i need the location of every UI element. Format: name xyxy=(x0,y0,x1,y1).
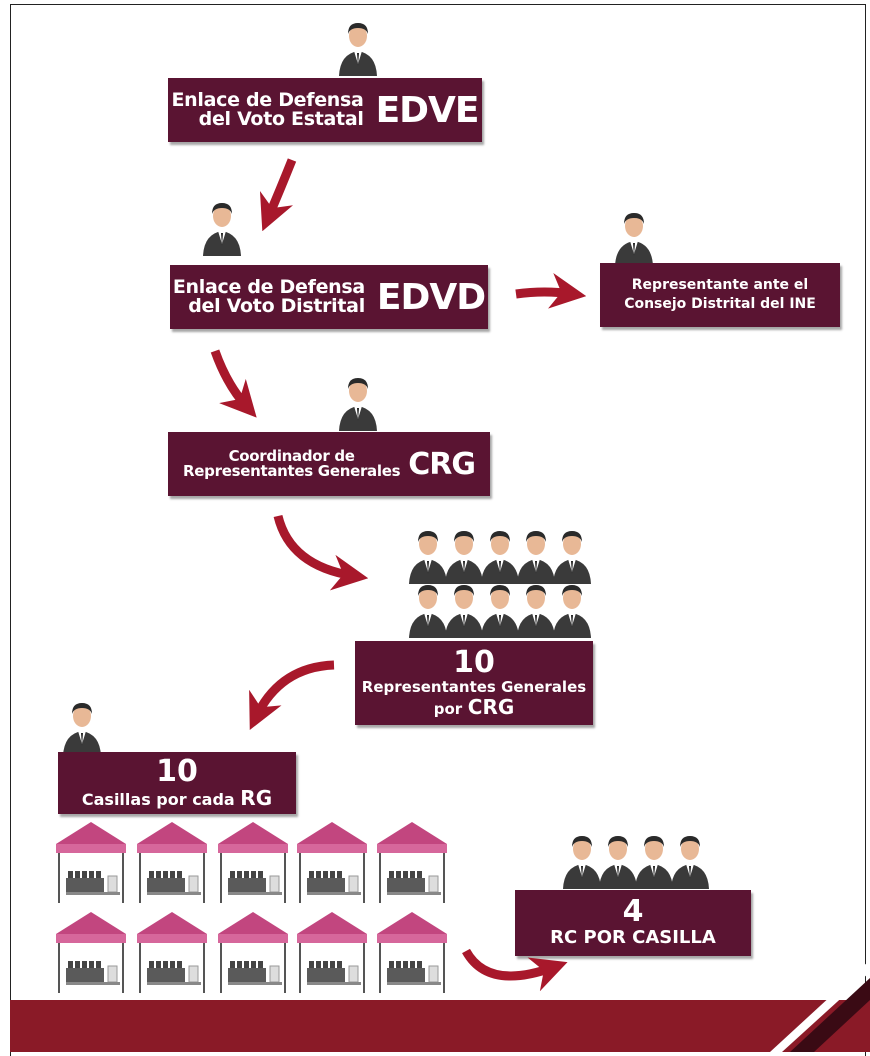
person-icon xyxy=(612,210,656,266)
edve-line2: del Voto Estatal xyxy=(198,108,364,130)
person-icon xyxy=(550,582,594,638)
person-icon xyxy=(336,375,380,431)
edve-abbr: EDVE xyxy=(375,89,480,131)
crg-line2: Representantes Generales xyxy=(183,462,401,480)
casillas-text-prefix: Casillas por cada xyxy=(81,790,235,809)
diagram-frame xyxy=(10,4,866,1056)
polling-tent-icon xyxy=(216,910,290,994)
rg-line1: Representantes Generales xyxy=(361,678,587,696)
edvd-line2: del Voto Distrital xyxy=(188,295,365,317)
footer-stripe-decoration xyxy=(770,960,870,1052)
edvd-label: Enlace de Defensa del Voto Distrital xyxy=(173,278,365,316)
polling-tent-icon xyxy=(295,910,369,994)
casillas-box: 10 Casillas por cada RG xyxy=(58,752,296,814)
crg-line1: Coordinador de xyxy=(228,447,355,465)
rep-ine-line2: Consejo Distrital del INE xyxy=(624,296,816,312)
edvd-abbr: EDVD xyxy=(376,276,486,318)
rg-number: 10 xyxy=(453,645,495,680)
rep-ine-line1: Representante ante el xyxy=(631,277,809,294)
curved-arrow-icon xyxy=(210,349,257,418)
crg-abbr: CRG xyxy=(408,446,476,482)
rc-text: RC POR CASILLA xyxy=(550,927,716,949)
footer-bar xyxy=(10,1000,870,1052)
edve-line1: Enlace de Defensa xyxy=(171,89,364,111)
person-icon xyxy=(60,700,104,756)
rep-ine-box: Representante ante el Consejo Distrital … xyxy=(600,263,840,327)
person-icon xyxy=(200,200,244,256)
person-icon xyxy=(668,833,712,889)
rg-line2-prefix: por xyxy=(433,700,463,718)
polling-tent-icon xyxy=(295,820,369,904)
polling-tent-icon xyxy=(54,910,128,994)
polling-tent-icon xyxy=(54,820,128,904)
rg-line2: por CRG xyxy=(434,696,515,718)
edve-label: Enlace de Defensa del Voto Estatal xyxy=(171,91,363,129)
crg-label: Coordinador de Representantes Generales xyxy=(183,449,400,479)
curved-arrow-icon xyxy=(515,273,587,309)
casillas-number: 10 xyxy=(156,754,198,789)
rg-box: 10 Representantes Generales por CRG xyxy=(355,641,593,725)
curved-arrow-icon xyxy=(249,660,335,730)
rc-box: 4 RC POR CASILLA xyxy=(515,890,751,956)
casillas-text-abbr: RG xyxy=(240,786,273,810)
polling-tent-icon xyxy=(216,820,290,904)
curved-arrow-icon xyxy=(273,514,369,591)
casillas-text: Casillas por cada RG xyxy=(82,787,272,809)
polling-tent-icon xyxy=(135,910,209,994)
person-icon xyxy=(550,528,594,584)
rg-line2-abbr: CRG xyxy=(467,695,515,719)
polling-tent-icon xyxy=(135,820,209,904)
polling-tent-icon xyxy=(375,910,449,994)
edve-box: Enlace de Defensa del Voto Estatal EDVE xyxy=(168,78,482,142)
edvd-box: Enlace de Defensa del Voto Distrital EDV… xyxy=(170,265,488,329)
curved-arrow-icon xyxy=(462,948,568,992)
edvd-line1: Enlace de Defensa xyxy=(172,276,365,298)
person-icon xyxy=(336,20,380,76)
crg-box: Coordinador de Representantes Generales … xyxy=(168,432,490,496)
rc-number: 4 xyxy=(622,894,644,930)
polling-tent-icon xyxy=(375,820,449,904)
curved-arrow-icon xyxy=(259,158,297,232)
